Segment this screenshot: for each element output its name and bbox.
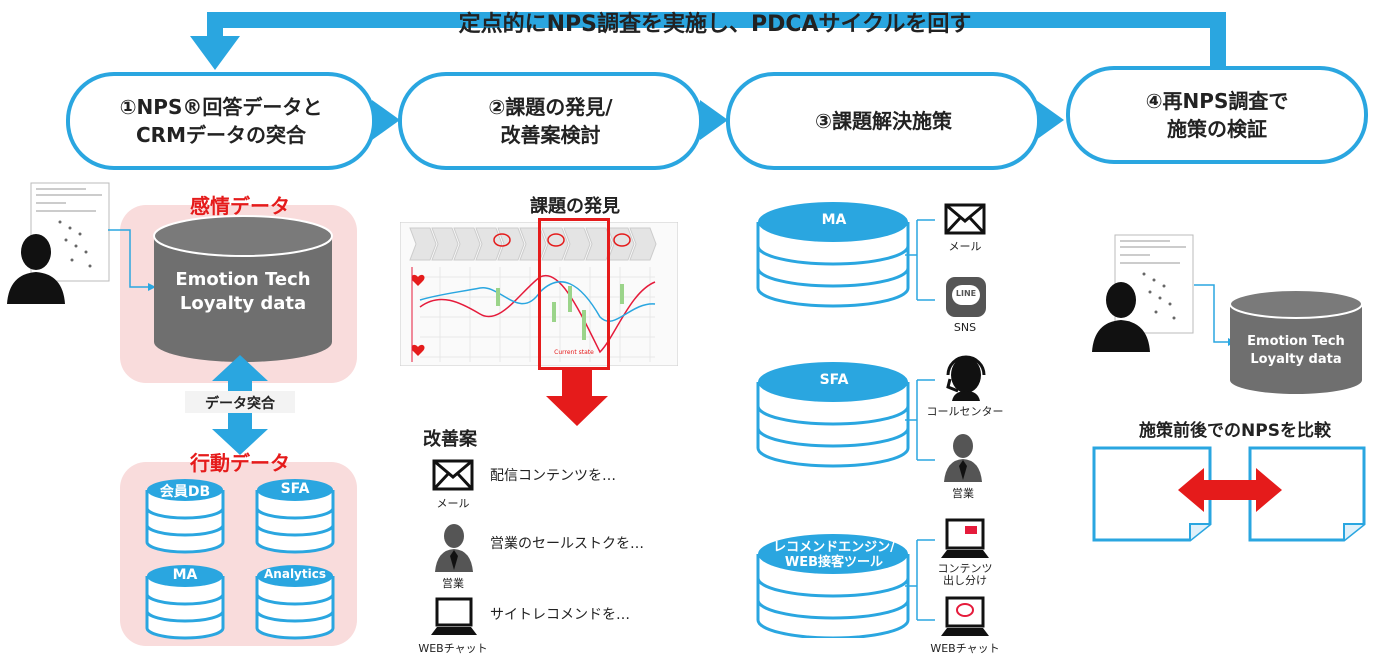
solution-db-label-reco: レコメンドエンジン/ WEB接客ツール <box>773 540 895 570</box>
emotion-db-cylinder <box>153 215 333 362</box>
data-match-label: データ突合 <box>205 396 275 412</box>
improve-title: 改善案 <box>423 429 477 450</box>
solution-db-label-sfa: SFA <box>819 372 849 388</box>
sfa-output-sales-label: 営業 <box>952 487 974 500</box>
reco-output-content-label: コンテンツ 出し分け <box>937 562 993 587</box>
step-4-label: ④再NPS調査で 施策の検証 <box>1145 89 1289 141</box>
step-1: ①NPS®回答データと CRMデータの突合 <box>66 72 376 170</box>
improve-item-3-text: サイトレコメンドを… <box>490 607 630 623</box>
discovery-title: 課題の発見 <box>530 196 620 217</box>
step-3-label: ③課題解決施策 <box>815 109 952 133</box>
emotion-db-label: Emotion Tech Loyalty data <box>175 269 311 314</box>
ma-output-mail-label: メール <box>948 240 982 253</box>
behavior-db-label-member: 会員DB <box>159 484 211 500</box>
survey-to-db-connector <box>108 229 156 291</box>
content-laptop-icon <box>941 518 989 558</box>
improve-item-1-icon-label: メール <box>436 497 470 510</box>
pdca-loop-arrow <box>190 12 1226 70</box>
sfa-output-callcenter-label: コールセンター <box>926 405 1004 418</box>
behavior-db-cylinders <box>145 477 335 640</box>
webchat-laptop-icon <box>941 596 989 636</box>
improve-item-2-icon-label: 営業 <box>442 577 464 590</box>
behavior-data-label: 行動データ <box>190 451 290 475</box>
compare-label: 施策前後でのNPSを比較 <box>1139 421 1331 441</box>
panel4-survey-sheet-icon <box>1114 234 1194 334</box>
call-center-icon <box>946 355 986 401</box>
ma-mail-icon <box>944 203 986 235</box>
mail-icon <box>432 459 474 491</box>
solution-db-label-ma: MA <box>821 212 847 228</box>
chart-caption: Current state <box>554 349 594 356</box>
step-4: ④再NPS調査で 施策の検証 <box>1066 66 1368 164</box>
discovery-down-arrow <box>546 370 608 426</box>
step-2-label: ②課題の発見/ 改善案検討 <box>488 95 613 147</box>
sfa-salesperson-icon <box>944 434 982 482</box>
reco-output-webchat-label: WEBチャット <box>930 642 1000 655</box>
data-match-label-bg <box>185 391 295 413</box>
line-icon-bubble <box>952 285 980 305</box>
customer-person-icon <box>7 234 65 304</box>
line-icon-text: LINE <box>955 289 977 298</box>
solution-db-cylinders <box>756 200 910 638</box>
step-1-label: ①NPS®回答データと CRMデータの突合 <box>119 95 323 147</box>
behavior-db-label-ma: MA <box>172 567 198 583</box>
before-after-compare <box>1092 446 1366 542</box>
laptop-icon <box>431 597 477 635</box>
panel4-person-icon <box>1092 282 1150 352</box>
improve-item-2-text: 営業のセールストクを… <box>490 536 644 552</box>
improve-item-3-icon-label: WEBチャット <box>418 642 488 655</box>
step-3: ③課題解決施策 <box>726 72 1041 170</box>
ma-output-sns-label: SNS <box>953 321 977 334</box>
behavior-db-label-sfa: SFA <box>280 481 310 497</box>
salesperson-icon <box>435 524 473 572</box>
solution-connectors <box>905 219 935 621</box>
behavior-db-label-analytics: Analytics <box>264 567 326 581</box>
loop-title: 定点的にNPS調査を実施し、PDCAサイクルを回す <box>458 12 972 37</box>
step-arrows <box>372 100 1064 140</box>
step-2: ②課題の発見/ 改善案検討 <box>398 72 703 170</box>
emotion-data-label: 感情データ <box>190 194 290 218</box>
improve-item-1-text: 配信コンテンツを… <box>490 468 616 484</box>
chart-highlight-box <box>538 218 610 370</box>
panel4-db-cylinder <box>1229 289 1363 394</box>
panel4-db-label: Emotion Tech Loyalty data <box>1247 334 1345 367</box>
